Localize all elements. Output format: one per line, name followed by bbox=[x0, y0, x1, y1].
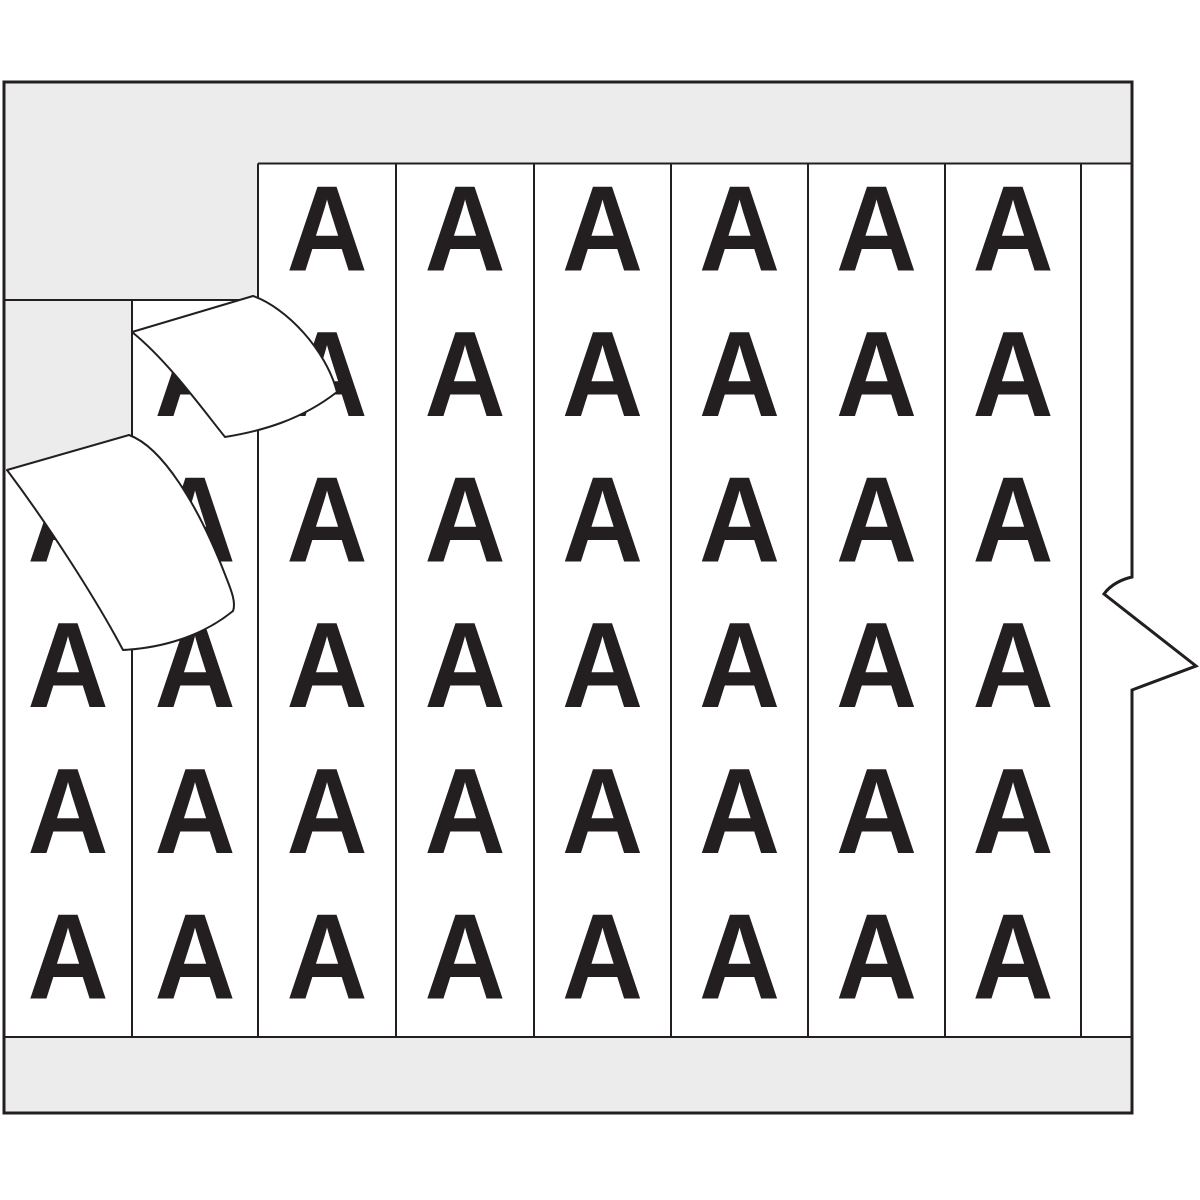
label-letter: A bbox=[424, 451, 505, 587]
lower-peeling-label bbox=[6, 434, 236, 651]
label-letter: A bbox=[286, 597, 367, 733]
card-top-band bbox=[4, 82, 1132, 164]
label-letter: A bbox=[972, 160, 1053, 296]
label-letter: A bbox=[27, 742, 108, 878]
label-letter: A bbox=[699, 888, 780, 1024]
label-letter: A bbox=[562, 742, 643, 878]
label-letter: A bbox=[836, 597, 917, 733]
label-letter: A bbox=[424, 160, 505, 296]
label-letter: A bbox=[972, 742, 1053, 878]
label-letter: A bbox=[286, 888, 367, 1024]
label-letter: A bbox=[424, 742, 505, 878]
label-letter: A bbox=[972, 451, 1053, 587]
card-bottom-band bbox=[4, 1037, 1132, 1113]
label-letter: A bbox=[836, 160, 917, 296]
label-letter: A bbox=[836, 742, 917, 878]
label-letter: A bbox=[699, 597, 780, 733]
removed-labels-area bbox=[4, 164, 258, 300]
label-letter: A bbox=[27, 597, 108, 733]
pull-tab-arrow-icon bbox=[1102, 575, 1199, 692]
grid-lines bbox=[4, 162, 1132, 1038]
label-letter: A bbox=[562, 451, 643, 587]
label-letter: A bbox=[699, 451, 780, 587]
label-letter: A bbox=[699, 160, 780, 296]
label-letter: A bbox=[424, 888, 505, 1024]
label-letter: A bbox=[154, 742, 235, 878]
upper-peeling-label bbox=[131, 295, 338, 438]
label-letter: A bbox=[562, 160, 643, 296]
label-letter: A bbox=[562, 888, 643, 1024]
label-letter: A bbox=[286, 451, 367, 587]
label-letter: A bbox=[972, 306, 1053, 442]
label-letter: A bbox=[699, 742, 780, 878]
label-letter: A bbox=[562, 306, 643, 442]
label-letter: A bbox=[424, 597, 505, 733]
label-letter: A bbox=[972, 888, 1053, 1024]
label-letter: A bbox=[562, 597, 643, 733]
removed-label-wedge bbox=[4, 300, 131, 472]
label-letter: A bbox=[154, 888, 235, 1024]
label-letter: A bbox=[27, 888, 108, 1024]
label-letter: A bbox=[286, 742, 367, 878]
label-letter: A bbox=[286, 160, 367, 296]
label-letter: A bbox=[836, 451, 917, 587]
label-letter: A bbox=[836, 888, 917, 1024]
label-letter: A bbox=[972, 597, 1053, 733]
label-letter: A bbox=[699, 306, 780, 442]
label-letter: A bbox=[424, 306, 505, 442]
label-letter: A bbox=[836, 306, 917, 442]
